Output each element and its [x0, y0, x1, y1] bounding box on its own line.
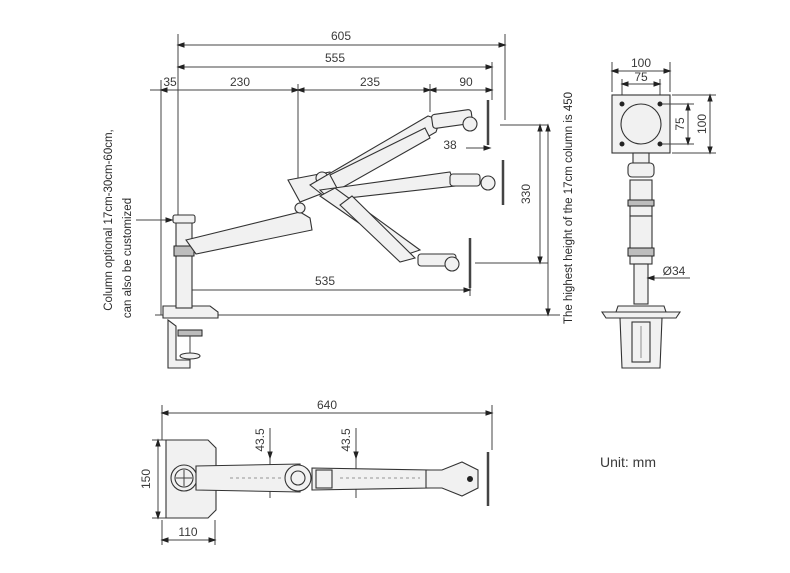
column-note-line1: Column optional 17cm-30cm-60cm, [103, 129, 115, 311]
dim-column-34: Ø34 [663, 264, 686, 278]
dim-vesa-75: 75 [634, 70, 648, 84]
dim-235: 235 [360, 75, 380, 89]
side-view: 605 555 35 230 235 90 38 330 [136, 29, 560, 369]
dim-35: 35 [163, 75, 177, 89]
dim-plate-100: 100 [631, 56, 651, 70]
dim-640: 640 [317, 398, 337, 412]
unit-label: Unit: mm [600, 454, 656, 470]
top-view: 640 43.5 43.5 150 110 [139, 398, 494, 545]
dim-605: 605 [331, 29, 351, 43]
dim-330: 330 [519, 184, 533, 204]
dim-43-5-left: 43.5 [253, 428, 267, 452]
dim-230: 230 [230, 75, 250, 89]
dim-535: 535 [315, 274, 335, 288]
dim-90: 90 [459, 75, 473, 89]
dim-38: 38 [443, 138, 457, 152]
dim-150: 150 [139, 469, 153, 489]
column-note-line2: can also be customized [122, 198, 134, 318]
dim-plate-100-v: 100 [695, 114, 709, 134]
dim-43-5-right: 43.5 [339, 428, 353, 452]
dim-555: 555 [325, 51, 345, 65]
dim-110: 110 [178, 525, 197, 539]
height-note: The highest height of the 17cm column is… [563, 92, 575, 324]
front-view: 100 75 75 100 [600, 56, 716, 369]
dim-vesa-75-v: 75 [673, 117, 687, 131]
